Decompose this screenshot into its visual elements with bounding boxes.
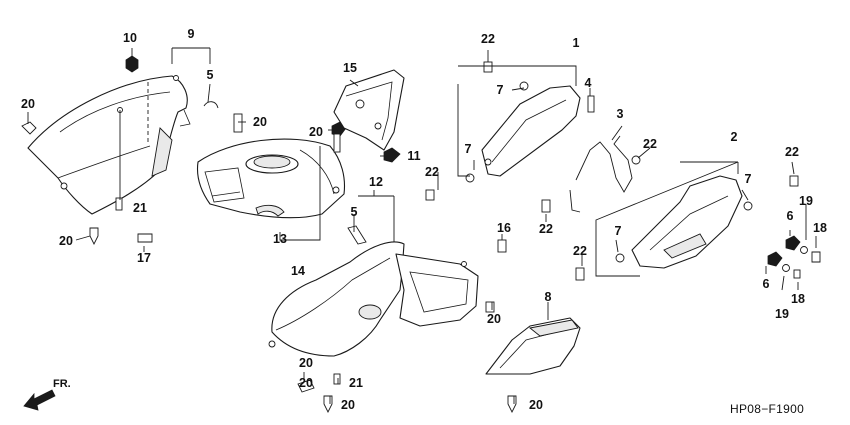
right-rear-panel — [575, 175, 821, 281]
ref-22-b: 22 — [643, 137, 657, 151]
ref-1: 1 — [573, 36, 580, 50]
ref-7-c: 7 — [745, 172, 752, 186]
ref-22-e: 22 — [785, 145, 799, 159]
ref-7-d: 7 — [615, 224, 622, 238]
ref-7-b: 7 — [465, 142, 472, 156]
ref-17: 17 — [137, 251, 151, 265]
diagram-code: HP08−F1900 — [730, 402, 804, 416]
fuel-tank-cover — [196, 138, 346, 219]
ref-20-e: 20 — [487, 312, 501, 326]
ref-15: 15 — [343, 61, 357, 75]
ref-18-a: 18 — [813, 221, 827, 235]
ref-18-b: 18 — [791, 292, 805, 306]
seat-side-bracket — [485, 317, 581, 414]
ref-20-c: 20 — [309, 125, 323, 139]
ref-8: 8 — [545, 290, 552, 304]
ref-19-a: 19 — [799, 194, 813, 208]
ref-6-a: 6 — [787, 209, 794, 223]
ref-11: 11 — [407, 149, 420, 163]
ref-22-d: 22 — [539, 222, 553, 236]
ref-22-f: 22 — [573, 244, 587, 258]
ref-5-lower: 5 — [351, 205, 358, 219]
reference-numbers: 9 10 5 20 20 20 21 20 17 15 11 12 5 13 1… — [21, 27, 827, 412]
ref-20-d: 20 — [59, 234, 73, 248]
ref-20-i: 20 — [529, 398, 543, 412]
ref-20-a: 20 — [21, 97, 35, 111]
ref-9: 9 — [188, 27, 195, 41]
ref-6-b: 6 — [763, 277, 770, 291]
front-direction-label: FR. — [53, 378, 71, 390]
upper-bracket — [333, 69, 405, 163]
ref-7-a: 7 — [497, 83, 504, 97]
front-direction-arrow: FR. — [23, 378, 71, 411]
middle-side-cover — [268, 225, 479, 357]
right-front-panel — [425, 61, 595, 201]
ref-5-upper: 5 — [207, 68, 214, 82]
ref-21-b: 21 — [349, 376, 363, 390]
ref-20-b: 20 — [253, 115, 267, 129]
ref-22-a: 22 — [481, 32, 495, 46]
ref-22-c: 22 — [425, 165, 439, 179]
ref-4: 4 — [585, 76, 592, 90]
ref-20-g: 20 — [299, 376, 313, 390]
ref-16: 16 — [497, 221, 511, 235]
front-cover-hardware — [21, 55, 219, 246]
ref-19-b: 19 — [775, 307, 789, 321]
ref-21-a: 21 — [133, 201, 147, 215]
ref-20-f: 20 — [299, 356, 313, 370]
leader-lines — [27, 47, 817, 404]
stay — [541, 135, 641, 213]
ref-13: 13 — [273, 232, 287, 246]
ref-12: 12 — [369, 175, 383, 189]
ref-2: 2 — [731, 130, 738, 144]
ref-3: 3 — [617, 107, 624, 121]
ref-10: 10 — [123, 31, 137, 45]
front-side-cover — [27, 75, 191, 215]
ref-14: 14 — [291, 264, 305, 278]
ref-20-h: 20 — [341, 398, 355, 412]
